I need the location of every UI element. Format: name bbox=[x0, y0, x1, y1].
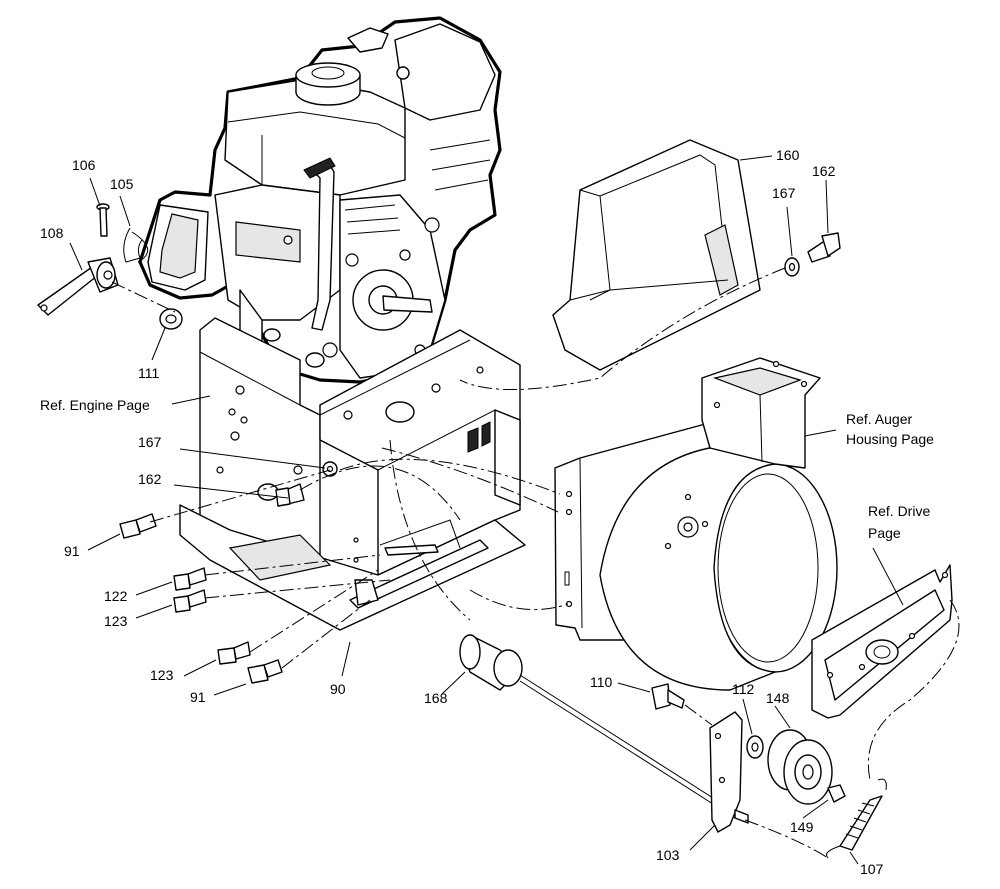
bolt-part-162-top bbox=[807, 232, 841, 263]
label-160: 160 bbox=[776, 147, 800, 163]
label-149: 149 bbox=[790, 819, 814, 835]
bolt-part-91-a bbox=[119, 513, 157, 539]
label-91-a: 91 bbox=[64, 543, 80, 559]
pin-part-106 bbox=[96, 203, 110, 237]
label-162-top: 162 bbox=[812, 163, 836, 179]
label-110: 110 bbox=[590, 674, 613, 690]
label-91-b: 91 bbox=[190, 689, 206, 705]
pulley-part-148 bbox=[767, 729, 833, 805]
drive-plate bbox=[811, 564, 953, 719]
spring-part-107 bbox=[826, 778, 887, 859]
label-162-mid: 162 bbox=[138, 471, 162, 487]
pulley-cover-part-160 bbox=[552, 139, 761, 371]
label-ref-drive-line1: Ref. Drive bbox=[868, 503, 930, 519]
label-167-top: 167 bbox=[772, 185, 796, 201]
label-112: 112 bbox=[732, 681, 755, 697]
label-148: 148 bbox=[766, 690, 790, 706]
auger-housing bbox=[554, 357, 838, 691]
label-ref-drive-line2: Page bbox=[868, 525, 901, 541]
bracket-part-108 bbox=[37, 257, 119, 316]
roller-part-168 bbox=[459, 634, 736, 819]
bolt-part-123-b bbox=[217, 641, 251, 665]
label-111: 111 bbox=[138, 365, 159, 381]
label-103: 103 bbox=[656, 847, 680, 863]
bolt-part-123-a bbox=[173, 589, 207, 613]
label-ref-auger-line2: Housing Page bbox=[846, 431, 934, 447]
label-90: 90 bbox=[330, 681, 346, 697]
label-ref-auger-line1: Ref. Auger bbox=[846, 411, 912, 427]
engine-assembly bbox=[138, 16, 502, 384]
callout-labels: 106 105 108 111 160 167 162 Ref. Engine … bbox=[40, 147, 934, 877]
label-105: 105 bbox=[110, 176, 134, 192]
idler-bracket-part-103 bbox=[709, 711, 749, 833]
assembly-lines bbox=[111, 267, 960, 859]
label-167-mid: 167 bbox=[138, 434, 162, 450]
label-122: 122 bbox=[104, 588, 128, 604]
nut-part-149 bbox=[827, 784, 846, 803]
bolt-part-122 bbox=[173, 567, 207, 591]
leader-lines bbox=[69, 155, 904, 865]
label-123-b: 123 bbox=[150, 667, 174, 683]
label-123-a: 123 bbox=[104, 613, 128, 629]
label-108: 108 bbox=[40, 225, 64, 241]
label-107: 107 bbox=[860, 861, 884, 877]
hairpin-part-105 bbox=[123, 227, 148, 263]
bolt-part-91-b bbox=[247, 659, 283, 684]
label-168: 168 bbox=[424, 690, 448, 706]
bolt-part-110 bbox=[651, 683, 685, 710]
label-ref-engine-page: Ref. Engine Page bbox=[40, 397, 150, 413]
label-106: 106 bbox=[72, 157, 96, 173]
